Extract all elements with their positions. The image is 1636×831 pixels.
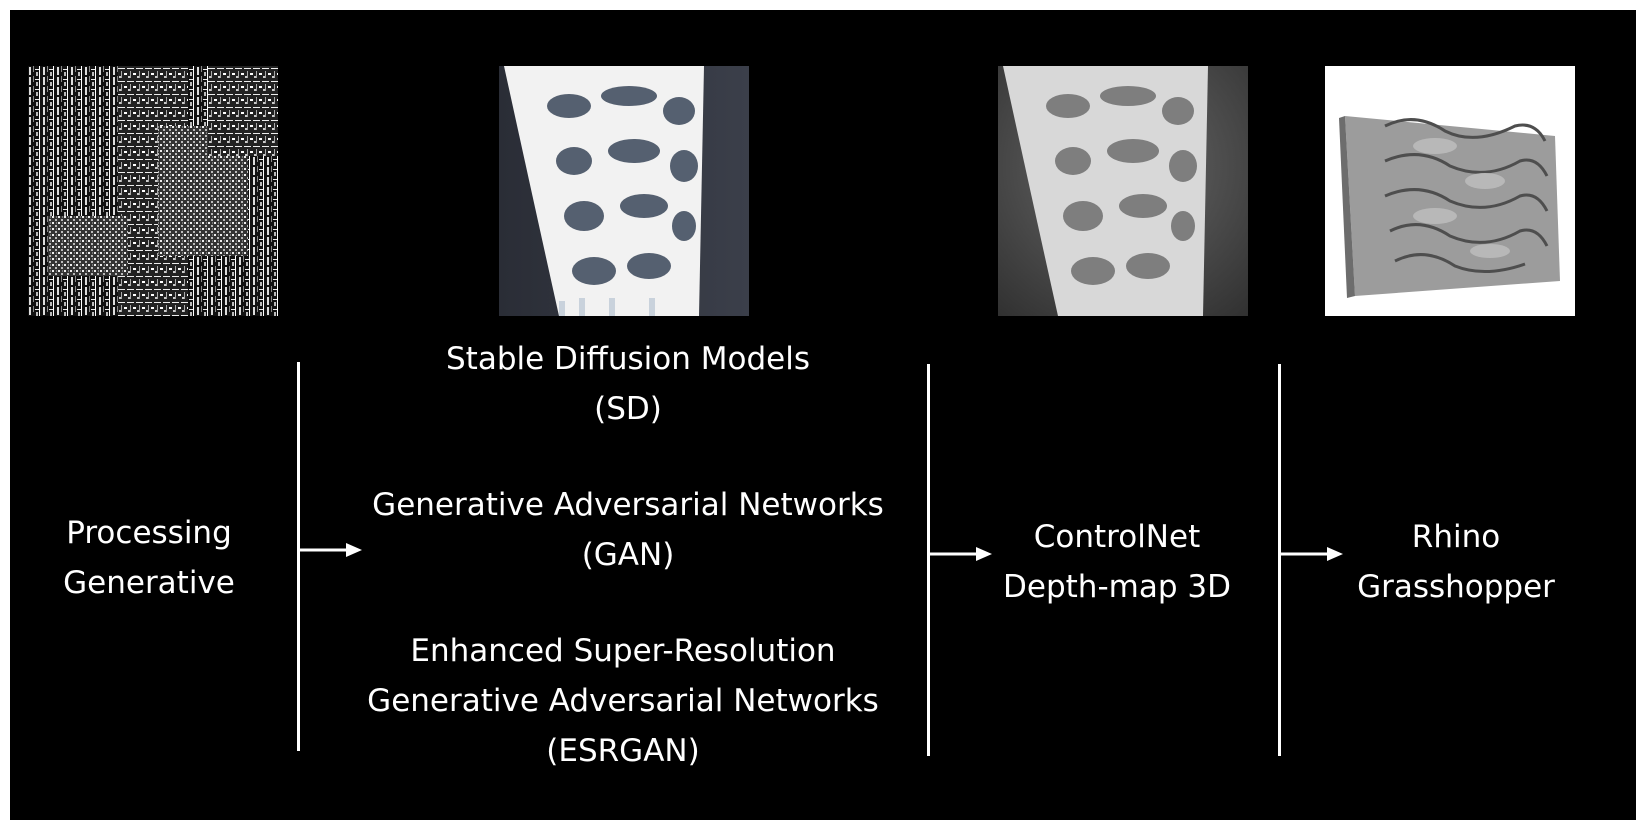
esrgan-line2: Generative Adversarial Networks	[367, 683, 879, 719]
processing-line1: Processing	[66, 515, 232, 551]
arrow-to-controlnet	[930, 546, 992, 562]
sd-line1: Stable Diffusion Models	[446, 341, 810, 377]
divider-line-1	[297, 362, 300, 751]
generated-facade-image	[499, 66, 749, 316]
gan-line1: Generative Adversarial Networks	[372, 487, 884, 523]
divider-line-3	[1278, 364, 1281, 756]
rhino-line2: Grasshopper	[1357, 569, 1555, 605]
controlnet-line2: Depth-map 3D	[1003, 569, 1231, 605]
stable-diffusion-label: Stable Diffusion Models (SD)	[338, 334, 918, 434]
rhino-grasshopper-label: Rhino Grasshopper	[1343, 512, 1569, 612]
pipeline-diagram: Processing Generative Stable Diffusion M…	[10, 10, 1636, 820]
esrgan-label: Enhanced Super-Resolution Generative Adv…	[328, 626, 918, 776]
esrgan-line1: Enhanced Super-Resolution	[410, 633, 836, 669]
processing-line2: Generative	[63, 565, 235, 601]
gan-label: Generative Adversarial Networks (GAN)	[338, 480, 918, 580]
esrgan-line3: (ESRGAN)	[546, 733, 700, 769]
processing-generative-label: Processing Generative	[38, 508, 260, 608]
divider-line-2	[927, 364, 930, 756]
depth-map-image	[998, 66, 1248, 316]
controlnet-line1: ControlNet	[1033, 519, 1201, 555]
sd-line2: (SD)	[594, 391, 662, 427]
gan-line2: (GAN)	[581, 537, 675, 573]
arrow-to-models	[300, 542, 362, 558]
arrow-to-rhino	[1281, 546, 1343, 562]
rhino-line1: Rhino	[1411, 519, 1501, 555]
controlnet-label: ControlNet Depth-map 3D	[982, 512, 1252, 612]
processing-noise-image	[28, 66, 278, 316]
rhino-surface-image	[1325, 66, 1575, 316]
